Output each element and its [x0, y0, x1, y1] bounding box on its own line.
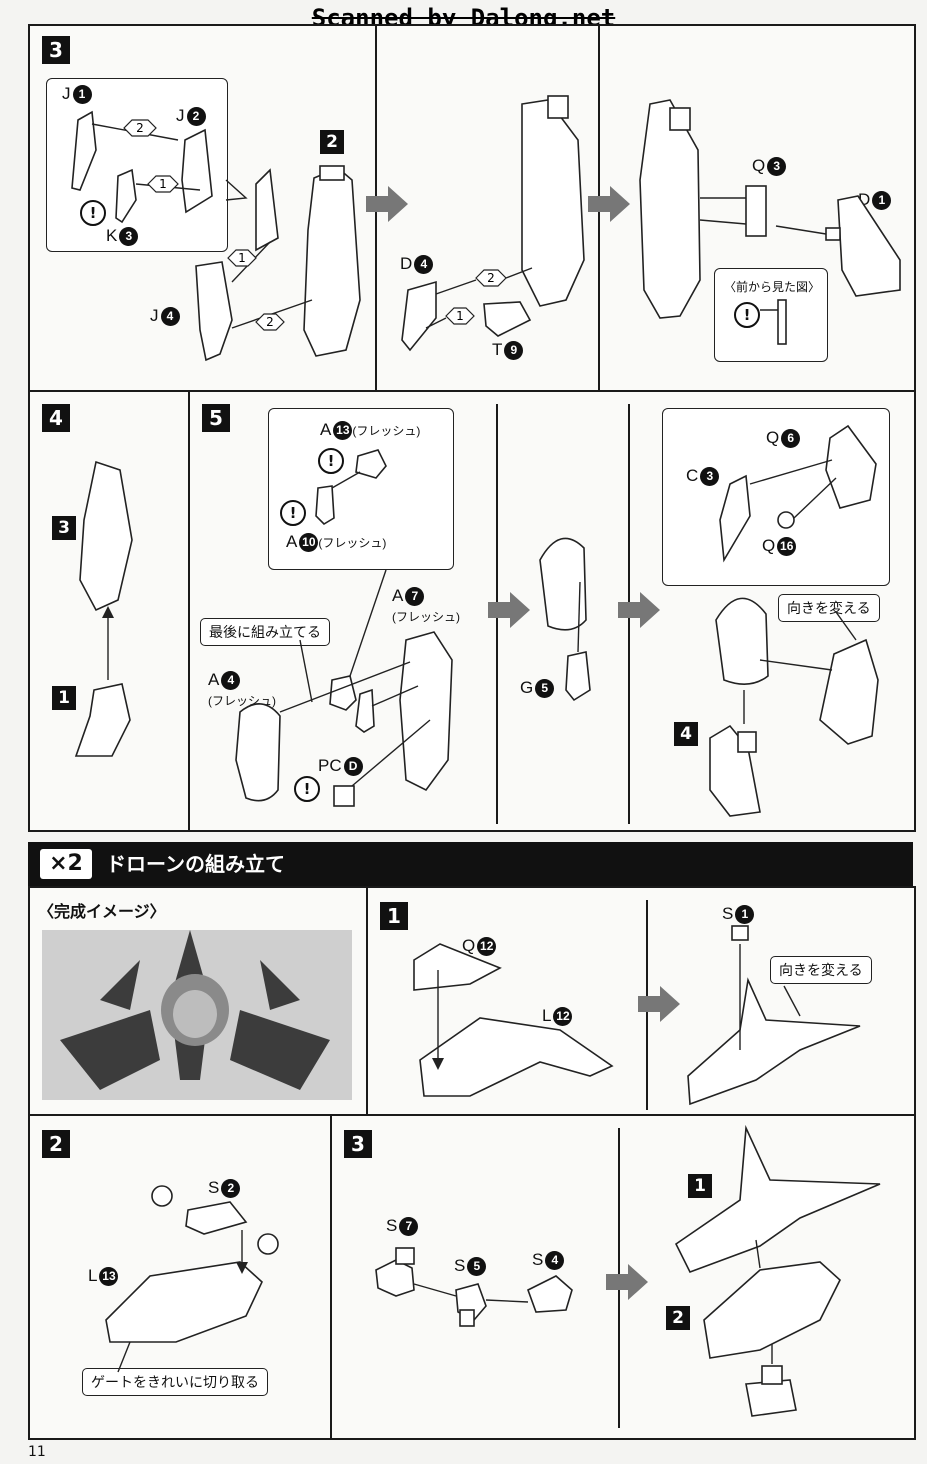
sub-step-2-marker: 2 [320, 130, 344, 154]
flow-arrow-4 [618, 592, 660, 628]
step-4-number: 4 [42, 404, 70, 432]
step-3-illustration-a: 2 1 1 2 [71, 110, 361, 362]
drone-step-3-number: 3 [344, 1130, 372, 1158]
step-3-illustration-b: 2 1 [401, 95, 585, 352]
flow-arrow-3 [488, 592, 530, 628]
flow-arrow-2 [588, 186, 630, 222]
front-view-label: 〈前から見た図〉 [724, 280, 821, 294]
step-5-illustration-b [539, 537, 591, 702]
pcd-warning-icon: ! [294, 776, 320, 802]
seq-1-c: 1 [456, 309, 464, 323]
seq-2-c: 2 [487, 271, 495, 285]
drone-step-2-number: 2 [42, 1130, 70, 1158]
step-5-illustration-a [235, 449, 453, 807]
front-view-box [714, 268, 828, 362]
drone-sub-step-1-marker: 1 [688, 1174, 712, 1198]
step-3-illustration-c [639, 99, 901, 345]
cut-gate-callout: ゲートをきれいに切り取る [82, 1368, 268, 1396]
multiplier-badge: ×2 [40, 849, 92, 879]
seq-1-b: 1 [238, 251, 246, 265]
seq-2-b: 2 [266, 315, 274, 329]
drone-step-1-illustration-a [413, 943, 614, 1097]
flow-arrow-5 [638, 986, 680, 1022]
front-view-warning-icon: ! [734, 302, 760, 328]
drone-step-1-illustration-b [687, 925, 861, 1106]
warning-icon: ! [80, 200, 106, 226]
step-4-illustration [74, 460, 133, 757]
sub-step-1-marker: 1 [52, 686, 76, 710]
step-5-inset-box [268, 408, 454, 570]
step-5-illustration-c [709, 424, 879, 817]
flow-arrow-1 [366, 186, 408, 222]
completed-drone-image [42, 930, 352, 1100]
drone-sub-step-2-marker: 2 [666, 1306, 690, 1330]
seq-2-a: 2 [136, 121, 144, 135]
a10-warning-icon: ! [280, 500, 306, 526]
drone-section-header: ×2 ドローンの組み立て [28, 842, 913, 886]
step-5-number: 5 [202, 404, 230, 432]
sub-step-3-marker: 3 [52, 516, 76, 540]
flow-arrow-6 [606, 1264, 648, 1300]
seq-1-a: 1 [159, 177, 167, 191]
assemble-last-callout: 最後に組み立てる [200, 618, 330, 646]
change-direction-callout-2: 向きを変える [770, 956, 872, 984]
drone-section-title: ドローンの組み立て [106, 852, 285, 876]
drone-step-1-number: 1 [380, 902, 408, 930]
step-3-number: 3 [42, 36, 70, 64]
completed-image-label: 〈完成イメージ〉 [38, 902, 166, 921]
a13-warning-icon: ! [318, 448, 344, 474]
page-number: 11 [28, 1444, 46, 1460]
change-direction-callout-1: 向きを変える [778, 594, 880, 622]
sub-step-4-marker: 4 [674, 722, 698, 746]
